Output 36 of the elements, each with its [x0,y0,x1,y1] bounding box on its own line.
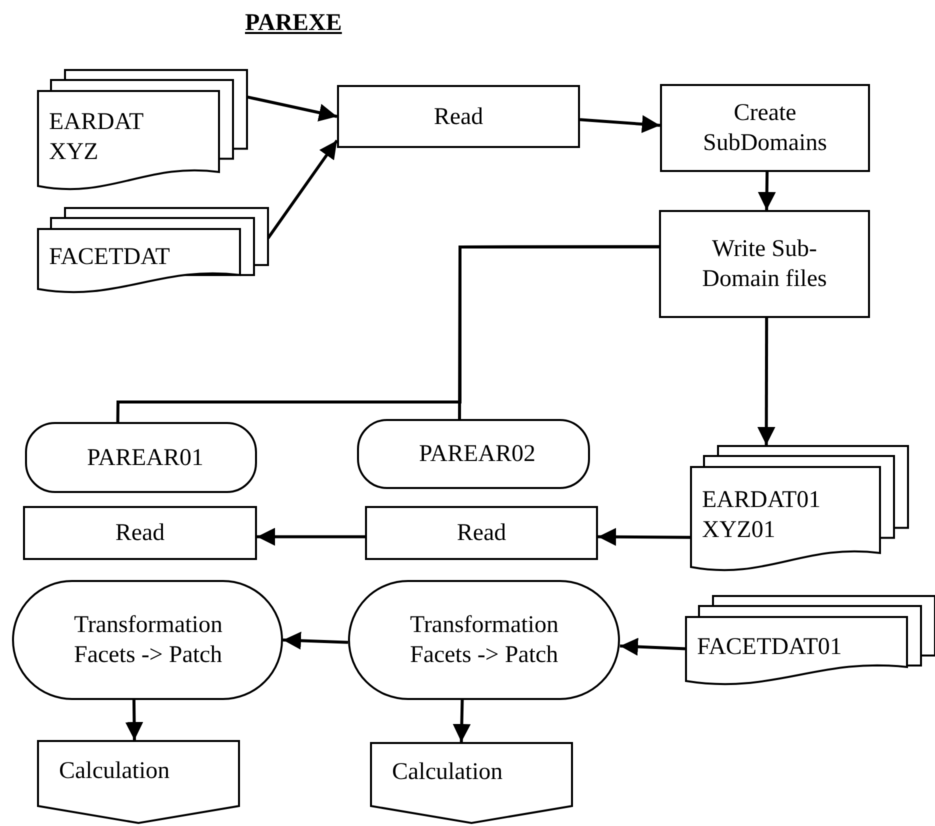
node-label: Transformation Facets -> Patch [410,611,560,670]
process-box [659,210,870,318]
process-box [365,506,598,560]
arrow [598,528,690,546]
arrow [282,632,348,650]
node-label: Calculation [59,757,170,786]
node-label: Create SubDomains [702,99,828,158]
arrow [125,700,144,740]
offpage-connector [37,740,240,824]
node-label: FACETDAT01 [697,633,842,662]
node-label: Read [115,519,165,548]
arrow [758,172,776,210]
process-box [660,84,870,172]
connector-line [458,245,659,419]
rounded-box [25,422,257,493]
arrow [620,638,686,656]
diagram-title: PAREXE [245,10,342,37]
node-label: PAREAR02 [419,440,536,469]
process-box [23,506,257,560]
node-label: Transformation Facets -> Patch [74,611,224,670]
process-box [337,85,580,148]
offpage-connector [370,742,573,824]
node-label: Write Sub-Domain files [701,235,828,294]
node-label: FACETDAT [49,243,170,272]
arrow [246,95,338,122]
node-label: PAREAR01 [87,444,204,472]
arrow [757,318,776,445]
node-label: Read [456,519,506,548]
node-label: Read [434,102,484,132]
rounded-box [357,419,590,489]
node-label: EARDAT XYZ [49,108,144,166]
arrow [257,528,365,546]
node-label: Calculation [392,758,503,787]
node-label: EARDAT01 XYZ01 [702,486,822,545]
arrow [580,115,660,134]
arrow [452,700,471,742]
